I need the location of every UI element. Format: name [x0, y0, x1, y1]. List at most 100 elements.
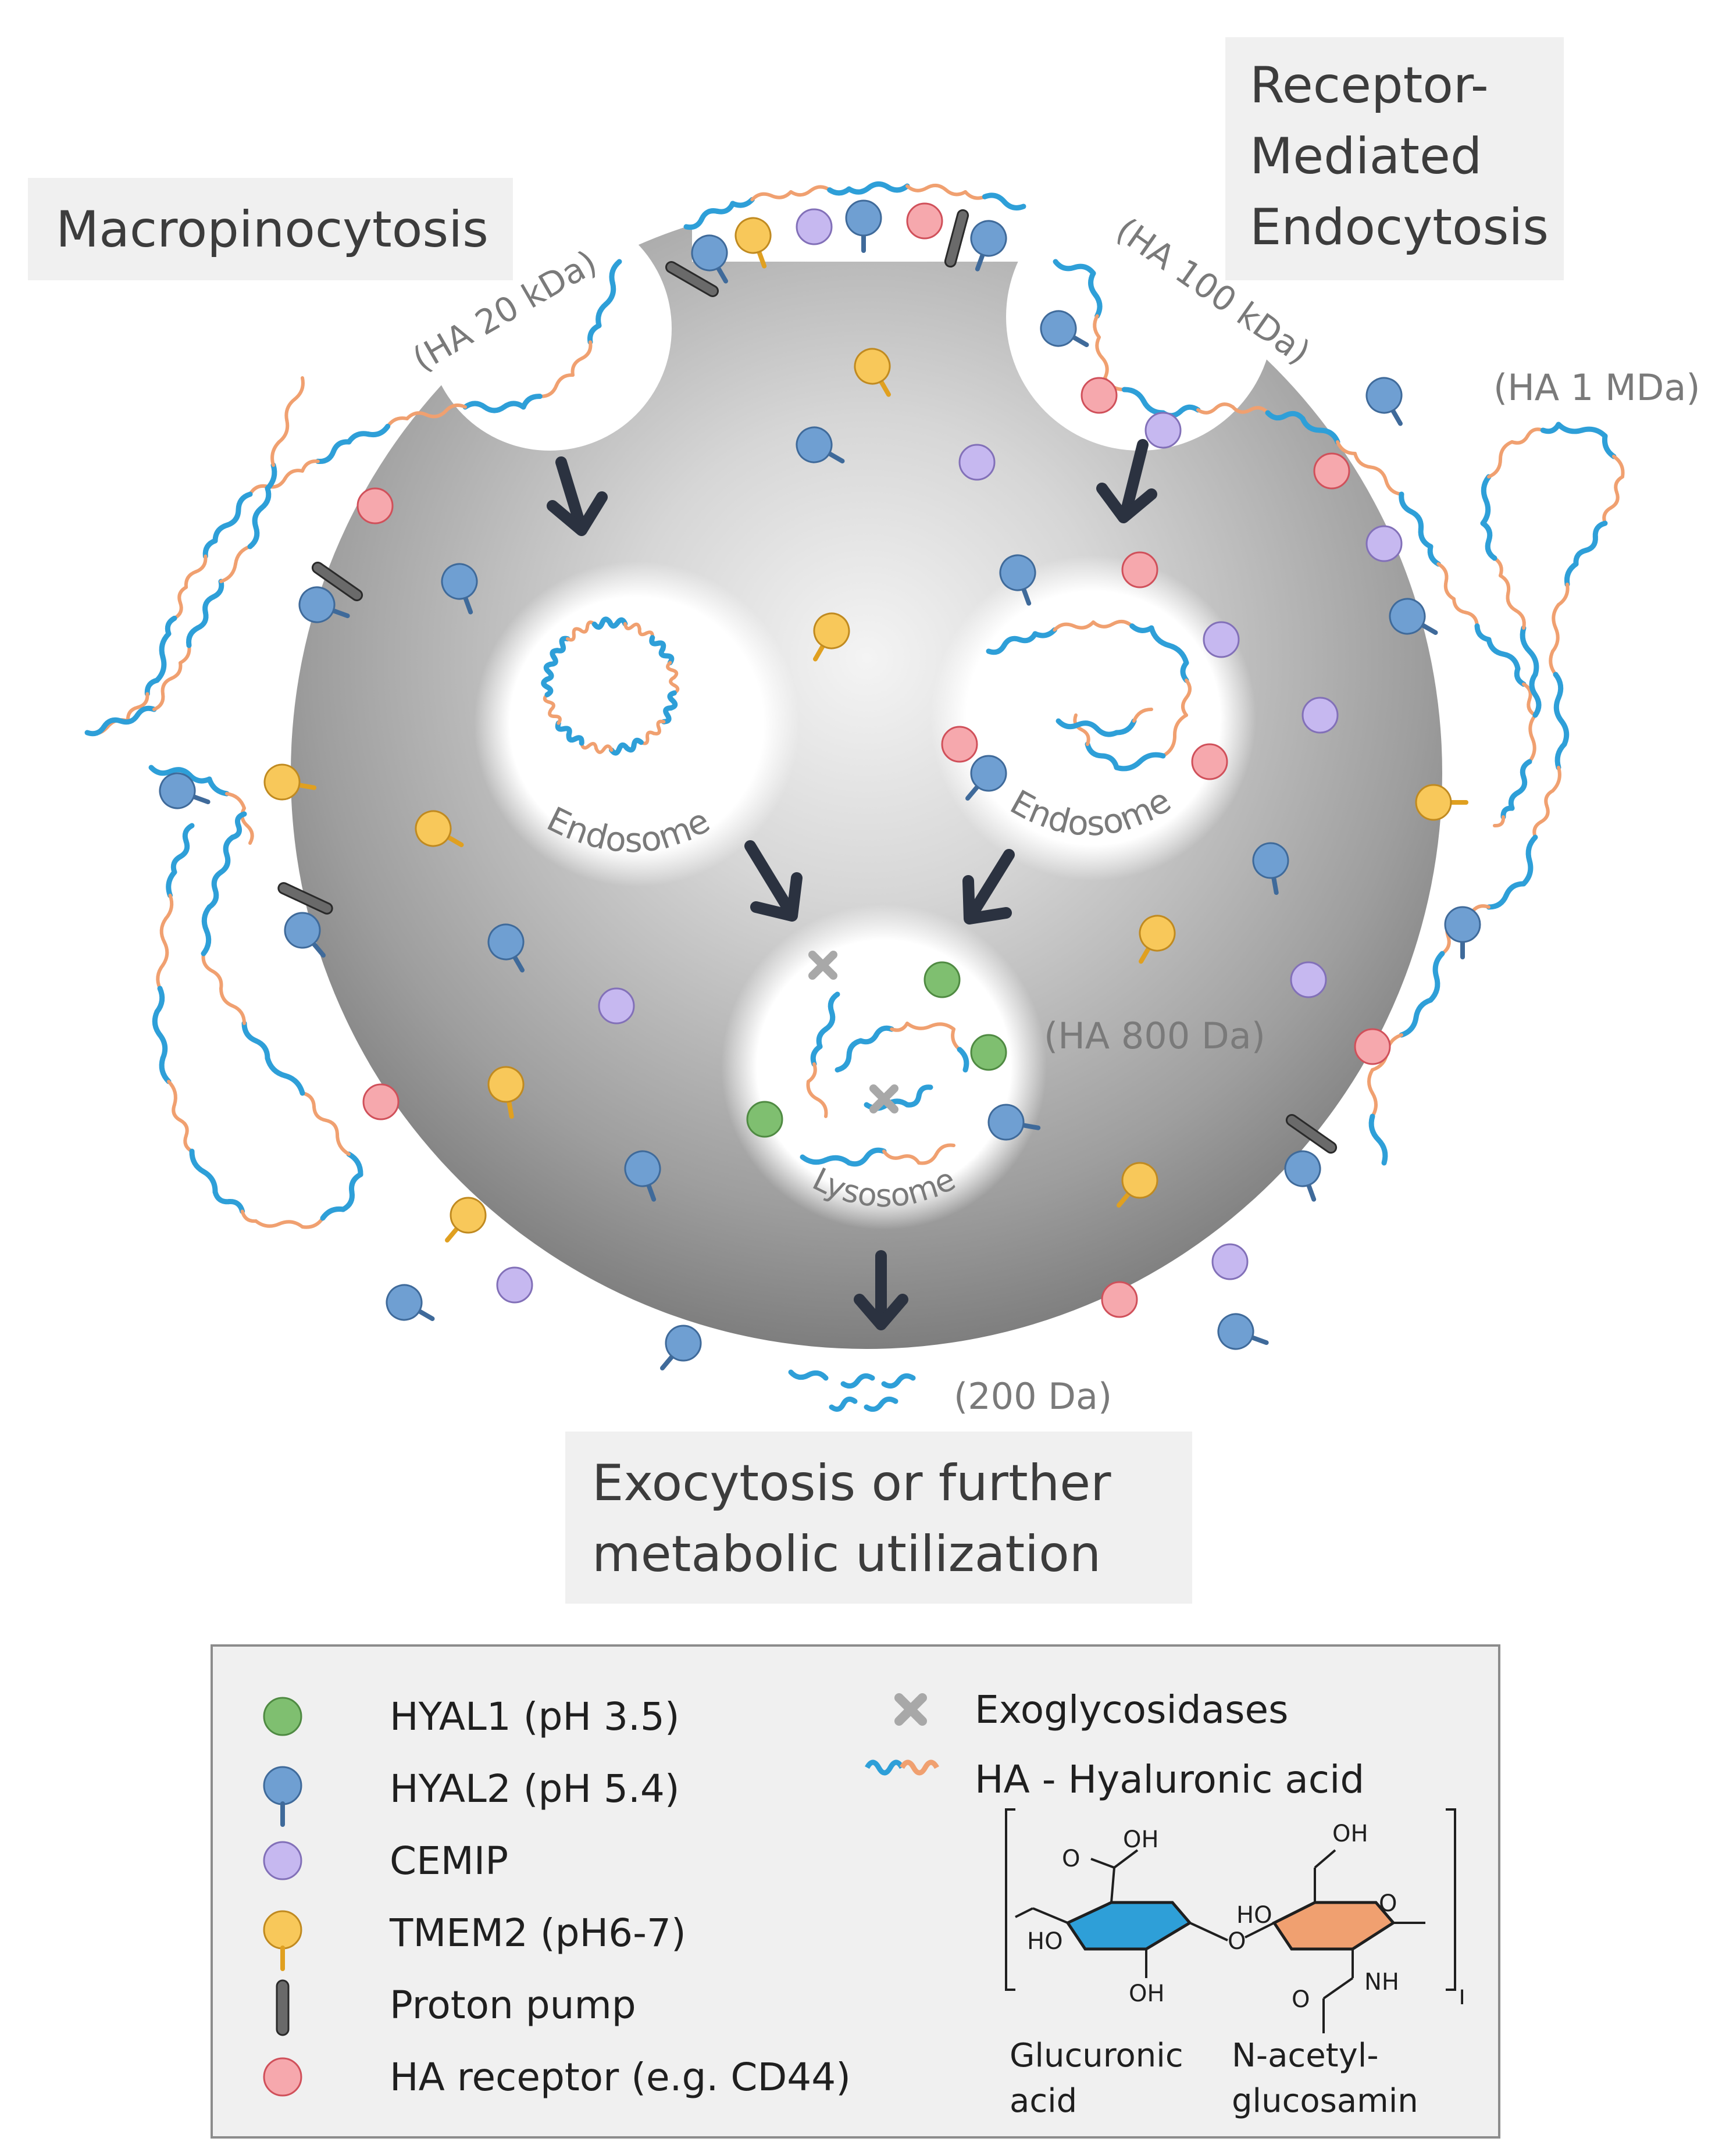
chem-nh: NH — [1364, 1969, 1399, 1996]
protein-rec — [1354, 1028, 1391, 1065]
exocytosis-label: Exocytosis or further metabolic utilizat… — [565, 1432, 1192, 1604]
ha-chains — [84, 181, 1625, 1412]
protein-cemip — [496, 1266, 533, 1304]
protein-rec — [941, 726, 978, 763]
protein-tmem2 — [1139, 915, 1176, 964]
protein-hyal2 — [487, 923, 525, 973]
macropinocytosis-label: Macropinocytosis — [28, 178, 513, 280]
protein-hyal2 — [624, 1150, 661, 1202]
nacetyl-ring — [1272, 1901, 1396, 1951]
protein-hyal2 — [796, 426, 845, 463]
protein-cemip — [1290, 961, 1327, 998]
protein-hyal2 — [1365, 377, 1403, 426]
annot-ha-1mda: (HA 1 MDa) — [1493, 366, 1700, 409]
protein-hyal2 — [845, 199, 882, 253]
legend-item-exoglycosidases: Exoglycosidases — [882, 1680, 1289, 1739]
protein-cemip — [1211, 1243, 1249, 1280]
proton-pump-icon — [276, 1979, 290, 2036]
protein-tmem2 — [813, 612, 850, 662]
legend-item-hyal1: HYAL1 (pH 3.5) — [254, 1687, 680, 1745]
legend: HYAL1 (pH 3.5) HYAL2 (pH 5.4) CEMIP TMEM… — [211, 1644, 1500, 2139]
protein-markers — [159, 199, 1481, 1370]
protein-rec — [1081, 377, 1118, 414]
ha-chain-9 — [541, 616, 680, 756]
proton-pump — [277, 882, 333, 915]
cell-body — [291, 198, 1442, 1349]
blue-receptor-icon — [263, 1766, 302, 1827]
protein-hyal2 — [441, 563, 478, 615]
chem-ho-2: HO — [1236, 1902, 1272, 1929]
protein-tmem2 — [263, 763, 317, 801]
nacetyl-glucosamin-label: N-acetyl- glucosamin — [1232, 2037, 1418, 2120]
protein-tmem2 — [415, 810, 464, 847]
proton-pump — [1285, 1113, 1338, 1154]
chem-ho-1: HO — [1027, 1928, 1063, 1955]
chem-o-4: O — [1292, 1986, 1310, 2013]
protein-hyal2 — [1284, 1150, 1321, 1202]
legend-label: HYAL2 (pH 5.4) — [390, 1766, 680, 1811]
protein-hyal1 — [970, 1034, 1007, 1071]
protein-cemip — [598, 987, 635, 1025]
protein-hyal2 — [965, 755, 1007, 801]
receptor-mediated-label: Receptor- Mediated Endocytosis — [1225, 37, 1564, 280]
chem-o-1: O — [1062, 1846, 1080, 1872]
protein-hyal2 — [1040, 310, 1089, 347]
protein-cemip — [1301, 697, 1339, 734]
legend-item-tmem2: TMEM2 (pH6-7) — [254, 1904, 686, 1971]
protein-cemip — [1203, 621, 1240, 658]
chem-oh-1: OH — [1123, 1826, 1159, 1853]
ha-chain-20 — [864, 1396, 898, 1412]
protein-rec — [1313, 452, 1350, 490]
proton-pump — [944, 209, 969, 268]
glucuronic-ring — [1065, 1901, 1192, 1951]
ha-chain-7 — [1440, 422, 1625, 955]
protein-hyal2 — [159, 772, 211, 809]
protein-hyal2 — [1252, 842, 1289, 895]
protein-hyal1 — [746, 1101, 783, 1138]
protein-rec — [1101, 1281, 1138, 1318]
red-circle-icon — [263, 2057, 302, 2097]
protein-tmem2 — [1117, 1162, 1158, 1208]
protein-rec — [1121, 551, 1158, 588]
legend-label: HA receptor (e.g. CD44) — [390, 2054, 851, 2100]
ha-chain-17 — [840, 1373, 875, 1389]
purple-circle-icon — [263, 1841, 302, 1880]
ha-chain-1 — [84, 259, 622, 737]
legend-item-proton-pump: Proton pump — [254, 1976, 636, 2036]
protein-cemip — [1365, 525, 1403, 562]
chem-n: n — [1459, 1979, 1463, 2011]
protein-hyal2 — [386, 1284, 435, 1321]
ha-chain-0 — [683, 181, 1026, 230]
exoglycosidase — [808, 951, 837, 980]
legend-label: Exoglycosidases — [975, 1687, 1289, 1732]
legend-label: TMEM2 (pH6-7) — [390, 1910, 686, 1955]
protein-hyal1 — [923, 961, 961, 998]
protein-cemip — [958, 444, 996, 481]
proton-pump — [665, 261, 719, 297]
exoglycosidase — [869, 1084, 898, 1113]
receptor-pocket — [1006, 183, 1274, 451]
ha-chain-11 — [1056, 708, 1153, 737]
protein-hyal2 — [999, 554, 1036, 606]
annot-200da: (200 Da) — [954, 1375, 1112, 1418]
ha-chain-14 — [800, 1143, 955, 1167]
arrow-left-endosome-to-lysosome — [744, 840, 803, 922]
protein-tmem2 — [487, 1066, 525, 1119]
protein-rec — [906, 202, 943, 240]
annot-ha-800da: (HA 800 Da) — [1044, 1015, 1265, 1057]
protein-tmem2 — [854, 348, 891, 397]
legend-label: CEMIP — [390, 1838, 508, 1883]
legend-label: HYAL1 (pH 3.5) — [390, 1694, 680, 1739]
ha-chain-5 — [218, 811, 247, 875]
legend-item-cemip: CEMIP — [254, 1832, 508, 1890]
proton-pump — [311, 561, 363, 602]
ha-chain-2 — [247, 376, 305, 549]
ha-chain-icon — [865, 1759, 939, 1776]
protein-cemip — [796, 208, 833, 245]
exoglycosidase-icon — [894, 1693, 927, 1726]
flow-arrows — [547, 439, 1157, 1330]
protein-hyal2 — [691, 234, 728, 284]
yellow-receptor-icon — [263, 1910, 302, 1971]
chem-oh-2: OH — [1129, 1980, 1165, 2007]
arrow-macro-to-endosome — [547, 456, 608, 536]
